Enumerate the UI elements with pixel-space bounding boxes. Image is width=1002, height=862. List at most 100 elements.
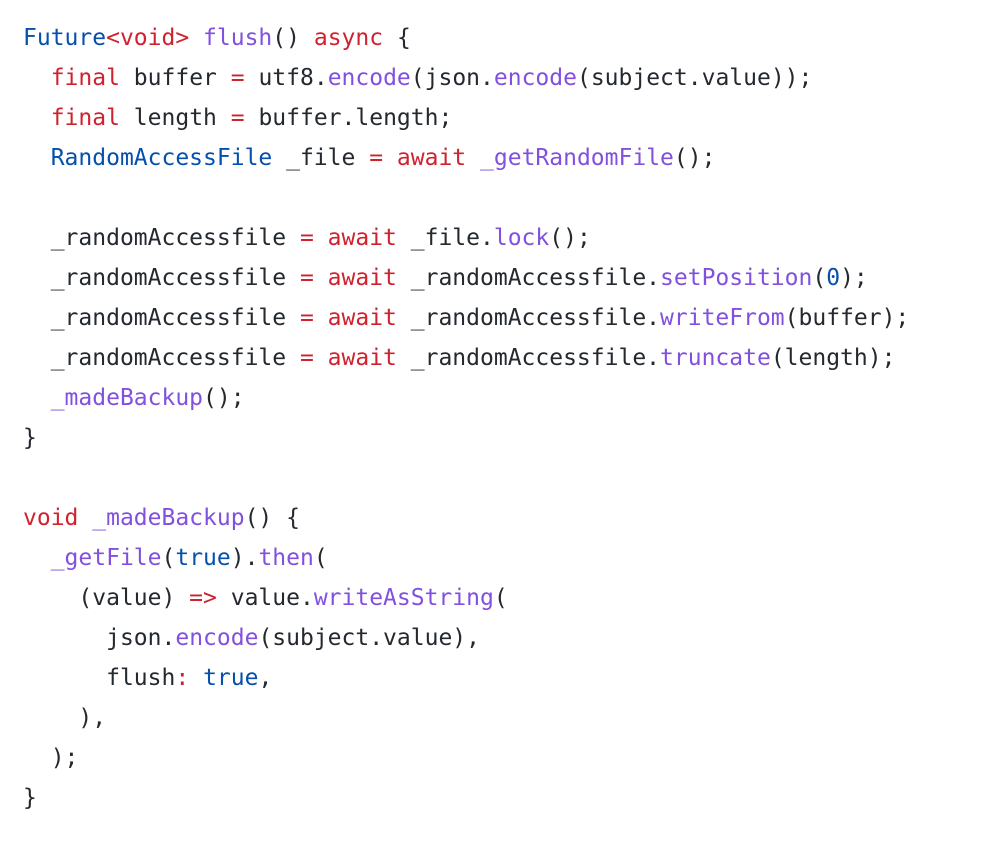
- code-text: ();: [549, 225, 591, 251]
- operator-token: =: [299, 305, 314, 331]
- code-text: (: [493, 585, 508, 611]
- code-text: [314, 225, 328, 251]
- indent: [23, 265, 51, 291]
- keyword-token: await: [396, 145, 467, 171]
- operator-token: =>: [189, 585, 217, 611]
- indent: [23, 585, 78, 611]
- code-line: Future<void> flush() async {: [23, 18, 909, 58]
- keyword-token: <void>: [106, 25, 190, 51]
- function-token: setPosition: [660, 265, 813, 291]
- indent: [23, 545, 51, 571]
- code-text: _file.: [396, 225, 494, 251]
- keyword-token: await: [327, 265, 397, 291]
- code-line: json.encode(subject.value),: [23, 618, 909, 658]
- indent: [23, 385, 51, 411]
- operator-token: =: [299, 265, 314, 291]
- code-line: ),: [23, 698, 909, 738]
- type-token: true: [203, 665, 259, 691]
- operator-token: =: [299, 345, 314, 371]
- code-text: ).: [230, 545, 259, 571]
- operator-token: =: [230, 105, 245, 131]
- code-text: flush: [106, 665, 176, 691]
- code-text: (subject.value));: [576, 65, 813, 91]
- code-line: [23, 458, 909, 498]
- code-line: _randomAccessfile = await _file.lock();: [23, 218, 909, 258]
- code-text: _randomAccessfile.: [396, 305, 661, 331]
- code-text: buffer.length;: [244, 105, 453, 131]
- function-token: _getRandomFile: [480, 145, 674, 171]
- code-line: void _madeBackup() {: [23, 498, 909, 538]
- code-text: _randomAccessfile: [50, 305, 300, 331]
- keyword-token: final: [50, 65, 120, 91]
- function-token: encode: [175, 625, 259, 651]
- indent: [23, 345, 51, 371]
- code-text: (length);: [770, 345, 896, 371]
- code-text: [314, 345, 328, 371]
- type-token: true: [175, 545, 231, 571]
- code-text: length: [119, 105, 231, 131]
- function-token: encode: [493, 65, 577, 91]
- keyword-token: async: [313, 25, 384, 51]
- function-token: truncate: [660, 345, 771, 371]
- code-text: }: [23, 425, 37, 451]
- code-line: _madeBackup();: [23, 378, 909, 418]
- operator-token: =: [369, 145, 384, 171]
- operator-token: =: [230, 65, 245, 91]
- type-token: Future: [23, 25, 107, 51]
- code-text: [383, 145, 397, 171]
- keyword-token: await: [327, 225, 397, 251]
- code-line: _randomAccessfile = await _randomAccessf…: [23, 338, 909, 378]
- code-text: [466, 145, 480, 171]
- keyword-token: await: [327, 345, 397, 371]
- code-text: ();: [673, 145, 716, 171]
- function-token: lock: [493, 225, 550, 251]
- code-line: final length = buffer.length;: [23, 98, 909, 138]
- code-text: value.: [216, 585, 314, 611]
- code-line: );: [23, 738, 909, 778]
- code-text: _file: [272, 145, 370, 171]
- code-text: [314, 305, 328, 331]
- code-text: ();: [203, 385, 245, 411]
- code-text: (value): [78, 585, 190, 611]
- code-text: ),: [78, 705, 107, 731]
- keyword-token: final: [50, 105, 120, 131]
- code-line: (value) => value.writeAsString(: [23, 578, 909, 618]
- code-text: [314, 265, 328, 291]
- code-text: ,: [258, 665, 273, 691]
- code-text: [189, 25, 203, 51]
- indent: [23, 65, 51, 91]
- code-text: (buffer);: [784, 305, 910, 331]
- code-text: _randomAccessfile: [50, 345, 300, 371]
- code-line: [23, 178, 909, 218]
- code-text: (: [161, 545, 176, 571]
- function-token: writeFrom: [660, 305, 785, 331]
- function-token: then: [258, 545, 314, 571]
- code-text: _randomAccessfile.: [396, 265, 661, 291]
- code-line: final buffer = utf8.encode(json.encode(s…: [23, 58, 909, 98]
- indent: [23, 665, 106, 691]
- code-text: );: [50, 745, 79, 771]
- code-text: {: [383, 25, 411, 51]
- function-token: _getFile: [50, 545, 162, 571]
- function-token: flush: [203, 25, 273, 51]
- function-token: encode: [327, 65, 411, 91]
- function-token: writeAsString: [313, 585, 494, 611]
- function-token: _madeBackup: [50, 385, 204, 411]
- code-text: (: [812, 265, 827, 291]
- code-line: _getFile(true).then(: [23, 538, 909, 578]
- code-line: }: [23, 418, 909, 458]
- code-text: _randomAccessfile: [50, 265, 300, 291]
- code-line: RandomAccessFile _file = await _getRando…: [23, 138, 909, 178]
- indent: [23, 745, 51, 771]
- code-text: buffer: [119, 65, 231, 91]
- indent: [23, 105, 51, 131]
- code-text: (: [313, 545, 328, 571]
- code-text: json.: [106, 625, 176, 651]
- operator-token: :: [175, 665, 190, 691]
- indent: [23, 145, 51, 171]
- code-text: (): [272, 25, 314, 51]
- function-token: _madeBackup: [92, 505, 245, 531]
- indent: [23, 225, 51, 251]
- code-text: (subject.value),: [258, 625, 480, 651]
- code-snippet: Future<void> flush() async { final buffe…: [23, 18, 909, 818]
